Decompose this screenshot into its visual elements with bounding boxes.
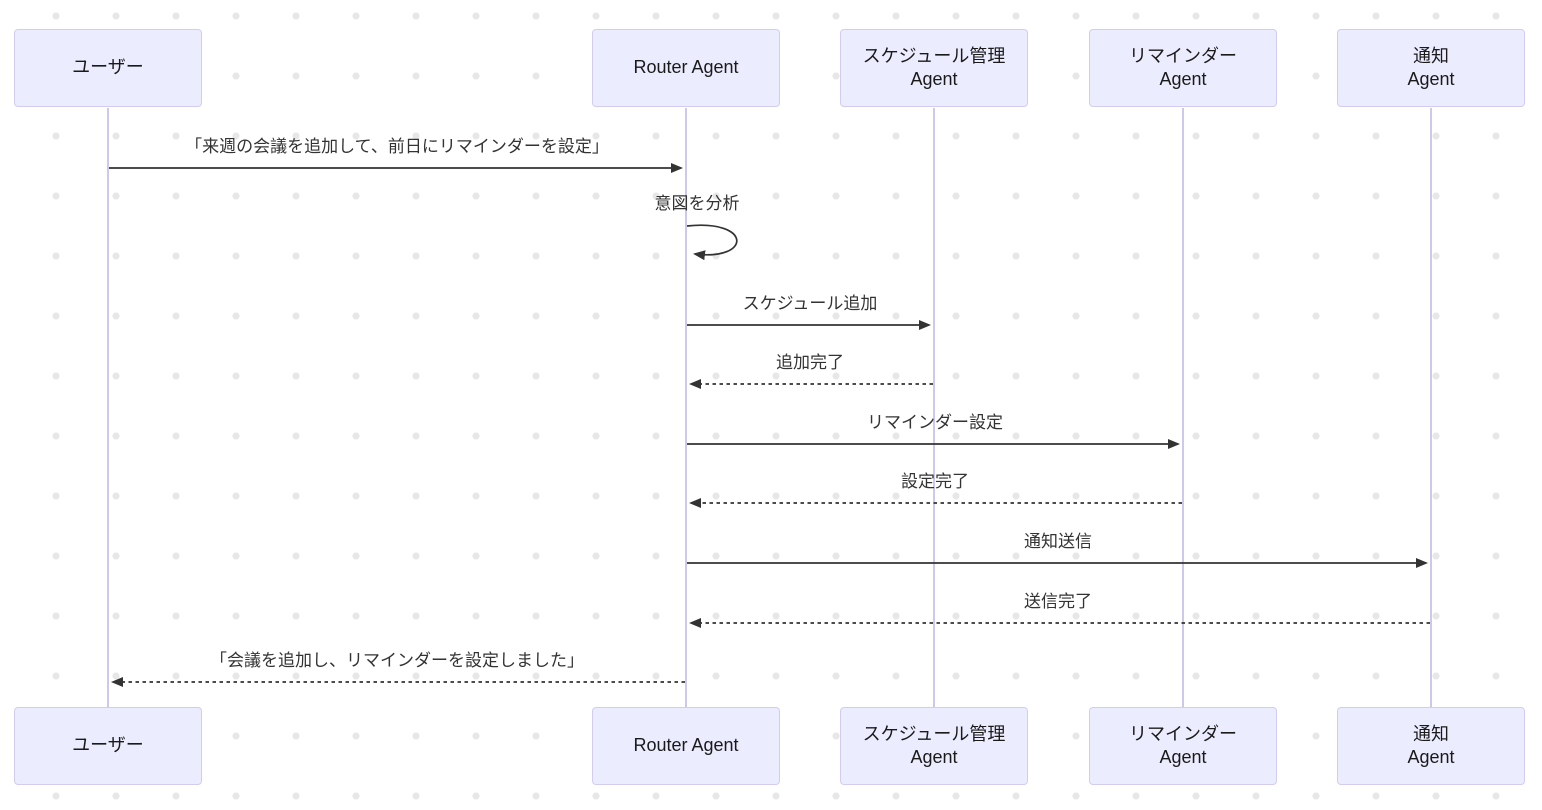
actor-bottom-user: ユーザー — [14, 707, 202, 785]
actor-bottom-router-agent: Router Agent — [592, 707, 780, 785]
actor-label: Agent — [1159, 747, 1207, 767]
actor-label: スケジュール管理 — [862, 723, 1006, 744]
message-label-analyze-intent: 意図を分析 — [654, 194, 740, 213]
message-label-set-reminder: リマインダー設定 — [867, 413, 1003, 432]
actor-label: Agent — [910, 747, 958, 767]
actor-top-schedule-agent: スケジュール管理 Agent — [840, 29, 1028, 107]
actor-label: 通知 — [1413, 723, 1449, 744]
actor-label: Router Agent — [633, 57, 739, 78]
actor-bottom-notification-agent: 通知 Agent — [1337, 707, 1525, 785]
actor-top-reminder-agent: リマインダー Agent — [1089, 29, 1277, 107]
actor-top-notification-agent: 通知 Agent — [1337, 29, 1525, 107]
actor-label: Agent — [1407, 69, 1455, 89]
actor-label: スケジュール管理 — [862, 45, 1006, 66]
actor-label: Router Agent — [633, 735, 739, 756]
actor-bottom-reminder-agent: リマインダー Agent — [1089, 707, 1277, 785]
actor-label: Agent — [1159, 69, 1207, 89]
actor-top-user: ユーザー — [14, 29, 202, 107]
message-label-add-schedule: スケジュール追加 — [742, 294, 878, 313]
actor-label: 通知 — [1413, 45, 1449, 66]
actor-label: ユーザー — [72, 57, 144, 78]
actor-label: Agent — [1407, 747, 1455, 767]
actor-bottom-schedule-agent: スケジュール管理 Agent — [840, 707, 1028, 785]
message-label-final-response: 「会議を追加し、リマインダーを設定しました」 — [210, 651, 584, 670]
actor-label: Agent — [910, 69, 958, 89]
message-label-send-notification: 通知送信 — [1024, 532, 1092, 551]
actor-label: リマインダー — [1129, 45, 1237, 66]
self-loop-arrow-router — [686, 224, 738, 261]
message-label-add-complete: 追加完了 — [776, 353, 844, 372]
message-label-set-complete: 設定完了 — [901, 472, 969, 491]
actor-label: リマインダー — [1129, 723, 1237, 744]
message-label-send-complete: 送信完了 — [1024, 592, 1092, 611]
actor-label: ユーザー — [72, 735, 144, 756]
actor-top-router-agent: Router Agent — [592, 29, 780, 107]
message-label-user-request: 「来週の会議を追加して、前日にリマインダーを設定」 — [185, 137, 609, 156]
